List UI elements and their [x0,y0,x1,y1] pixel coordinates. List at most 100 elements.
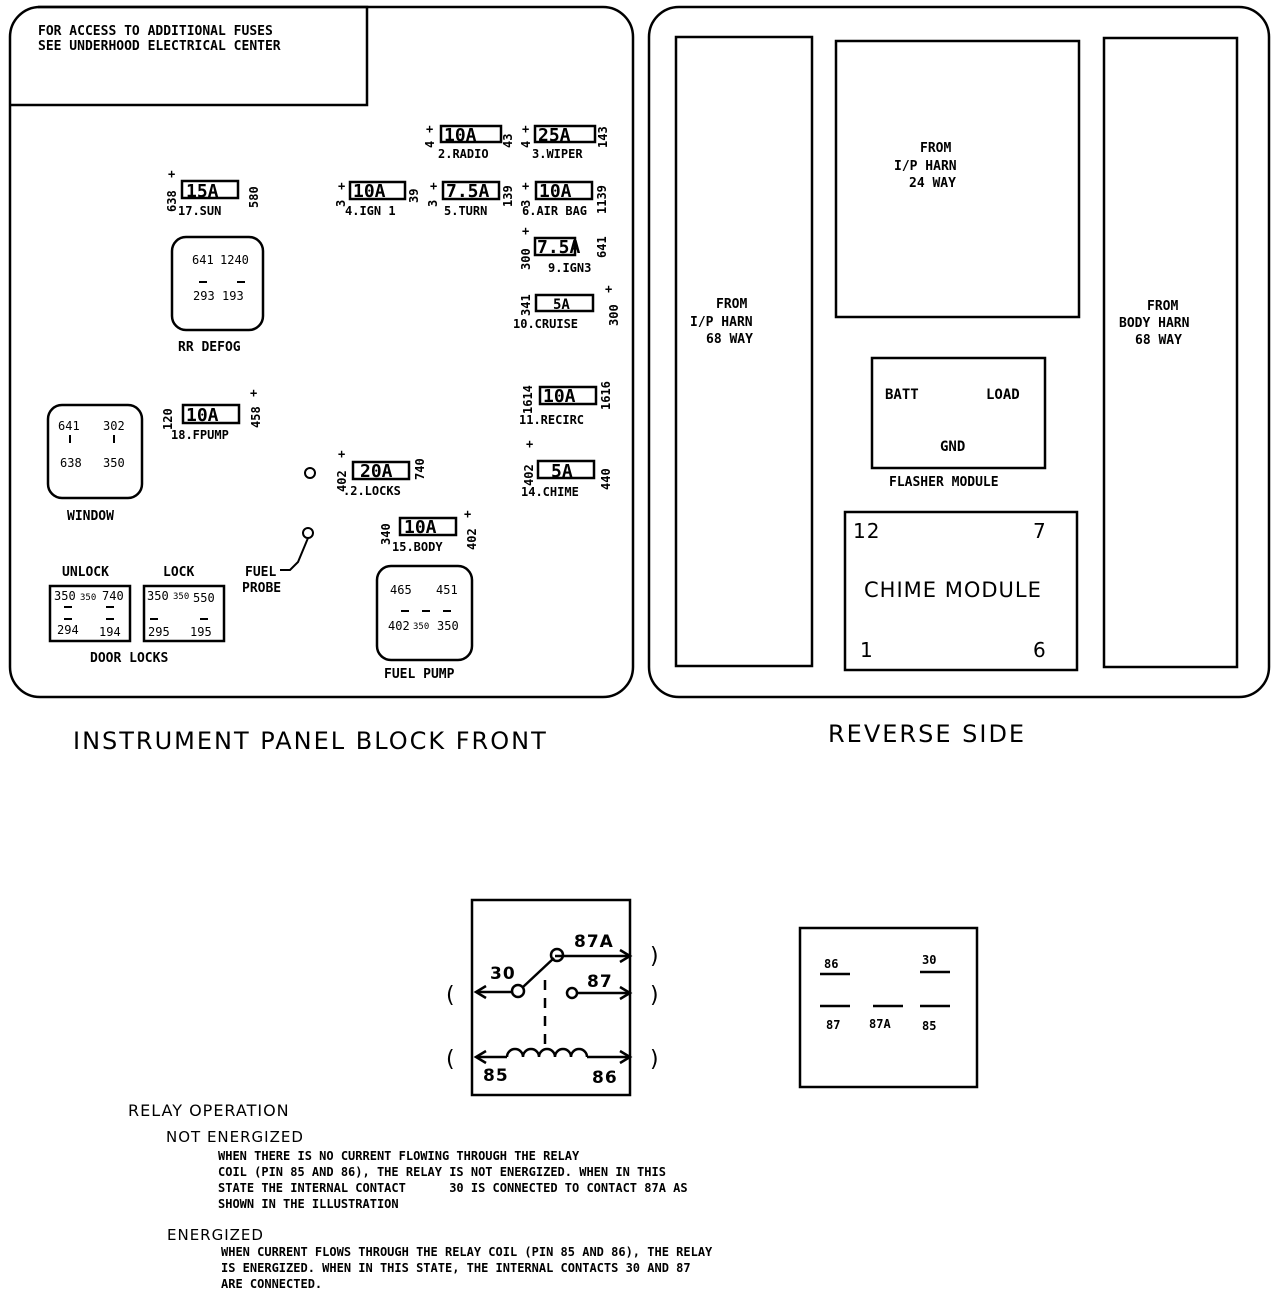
fuse-pin-left: 3 [426,200,440,207]
top-harness-connector [834,39,1081,319]
pinout-30: 30 [922,953,936,967]
left-harness-connector [674,35,814,668]
contact-87-point [565,986,579,1000]
fuse-pin-right: 641 [595,236,609,258]
note-box [10,5,369,107]
flasher-load: LOAD [986,387,1020,403]
fuse-name: 4.IGN 1 [345,204,396,218]
fuse-pin-right: 300 [607,304,621,326]
fuel-probe-icon [302,527,314,539]
fuse-pin-left: 340 [379,523,393,545]
front-panel-title: INSTRUMENT PANEL BLOCK FRONT [73,727,548,755]
arrow-87a-icon [619,948,633,964]
fuse-rating: 15A [186,181,219,202]
plus-sign: + [250,386,257,400]
fuse-rating: 10A [444,125,477,146]
fuse-rating: 7.5A [446,181,490,202]
flasher-batt: BATT [885,387,919,403]
fuse-rating: 10A [404,517,437,538]
chime-pin-12: 12 [853,519,880,543]
plus-sign: + [338,179,345,193]
relay-operation-heading: RELAY OPERATION [128,1101,290,1120]
flasher-label: FLASHER MODULE [889,475,999,490]
fuse-rating: 10A [353,181,386,202]
test-point-icon [304,467,316,479]
fuse-name: .2.LOCKS [343,484,401,498]
lock-relay: 350 350 550 295 195 [142,584,226,643]
not-energized-line-2: COIL (PIN 85 AND 86), THE RELAY IS NOT E… [218,1165,666,1179]
switch-arm [522,957,555,988]
fuse-pin-left: 402 [335,470,349,492]
pin-87a-label: 87A [574,932,614,952]
flasher-module [870,356,1047,470]
plus-sign: + [430,179,437,193]
fuse-name: 15.BODY [392,540,443,554]
right-harness-line-3: 68 WAY [1135,333,1182,348]
fuse-6-air-bag: 10A 6.AIR BAG 3 1139 + [519,179,609,218]
fuse-pin-right: 440 [599,468,613,490]
relay-pin: 638 [60,456,82,470]
contact-30-point [510,983,526,999]
pinout-87a: 87A [869,1017,891,1031]
plus-sign: + [426,122,433,136]
fuse-name: 5.TURN [444,204,487,218]
front-panel [8,5,635,699]
energized-title: ENERGIZED [167,1226,264,1244]
close-paren-87a: ) [650,944,660,969]
relay-pin: 350 [80,593,96,603]
plus-sign: + [522,224,529,238]
relay-schematic [470,898,633,1097]
pin-86-label: 86 [592,1068,618,1088]
relay-pin: 402 [388,619,410,633]
relay-pin: 740 [102,589,124,603]
fuse-pin-left: 638 [165,190,179,212]
fuel-probe-label-1: FUEL [245,565,276,580]
relay-pin: 350 [103,456,125,470]
energized-line-1: WHEN CURRENT FLOWS THROUGH THE RELAY COI… [221,1245,713,1259]
top-harness-line-2: I/P HARN [894,159,957,174]
relay-pin: 350 [173,592,189,602]
left-harness-line-2: I/P HARN [690,315,753,330]
fuse-5-turn: 7.5A 5.TURN 3 139 + [426,179,515,218]
contact-87a-point [549,947,565,963]
fuse-pin-left: 4 [519,141,533,148]
unlock-label: UNLOCK [62,565,109,580]
left-harness-line-3: 68 WAY [706,332,753,347]
arrow-87-icon [619,985,633,1001]
fuse-rating: 10A [539,181,572,202]
fuse-pin-left: 3 [334,200,348,207]
not-energized-line-1: WHEN THERE IS NO CURRENT FLOWING THROUGH… [218,1149,580,1163]
fuse-pin-right: 580 [247,186,261,208]
open-paren-85: ( [446,1047,456,1072]
fuel-pump-relay: 465 451 402 350 350 [375,564,474,662]
plus-sign: + [338,447,345,461]
relay-pin: 193 [222,289,244,303]
relay-pin: 195 [190,625,212,639]
fuse-pin-right: 402 [465,528,479,550]
not-energized-line-3: STATE THE INTERNAL CONTACT 30 IS CONNECT… [218,1181,688,1195]
fuse-2-locks: 20A .2.LOCKS 402 740 + [335,447,427,498]
relay-pin: 350 [437,619,459,633]
top-harness-line-3: 24 WAY [909,176,956,191]
fuse-pin-left: 300 [519,248,533,270]
fuse-name: 14.CHIME [521,485,579,499]
pin-87-label: 87 [587,972,613,992]
pin-85-label: 85 [483,1066,509,1086]
fuse-name: 11.RECIRC [519,413,584,427]
relay-pin: 350 [54,589,76,603]
chime-label: CHIME MODULE [864,578,1042,602]
left-harness-line-1: FROM [716,297,747,312]
unlock-relay: 350 350 740 294 194 [48,584,132,643]
flasher-gnd: GND [940,439,965,455]
plus-sign: + [168,167,175,181]
fuse-rating: 10A [186,405,219,426]
plus-sign: + [522,179,529,193]
fuse-rating: 25A [538,125,571,146]
window-label: WINDOW [67,509,114,524]
relay-pin: 295 [148,625,170,639]
fuel-probe [280,527,314,571]
fuse-rating: 5A [551,461,573,482]
not-energized-title: NOT ENERGIZED [166,1128,304,1146]
fuse-2-radio: 10A 2.RADIO 4 43 + [423,122,515,161]
